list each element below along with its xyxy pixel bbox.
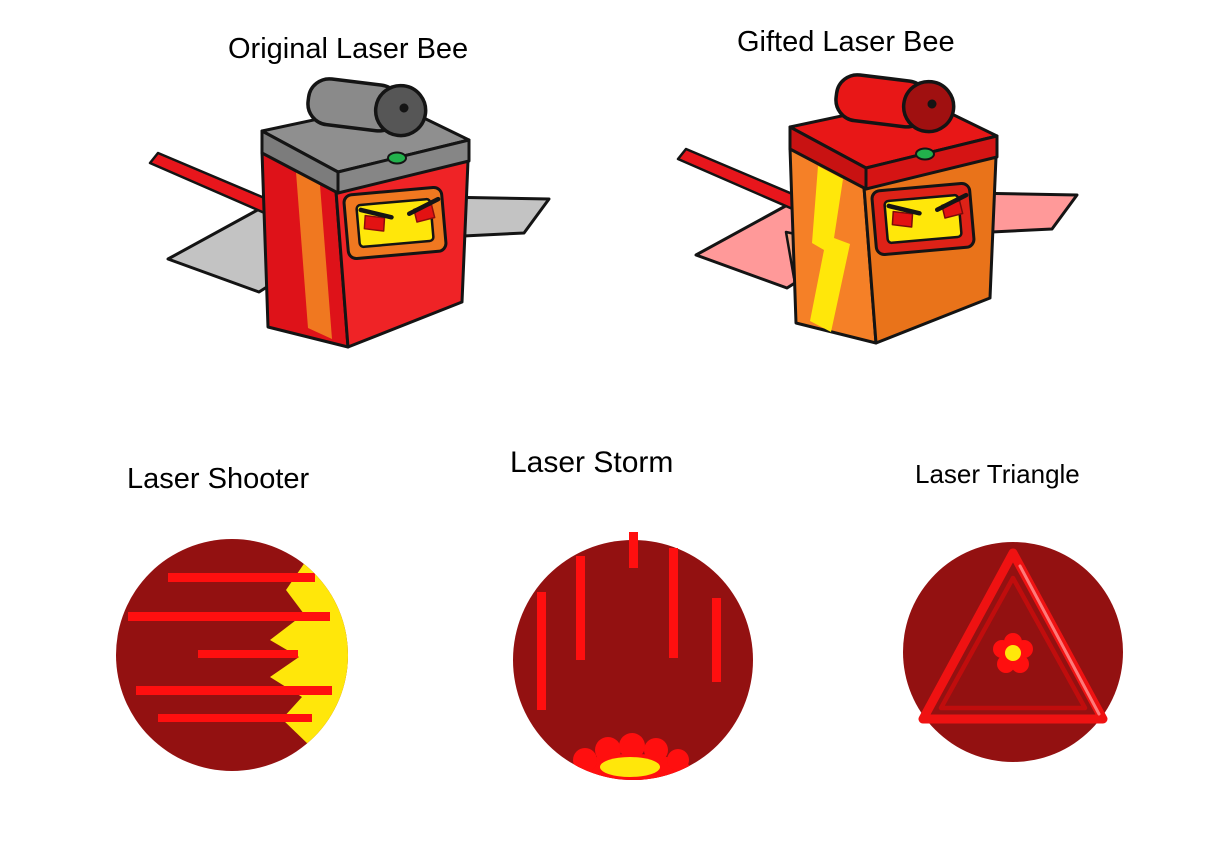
left-brow xyxy=(886,203,922,216)
splash-blob xyxy=(644,738,668,762)
right-brow xyxy=(406,196,441,216)
laser-triangle-label: Laser Triangle xyxy=(915,459,1080,489)
left-eye xyxy=(891,210,914,228)
laser-triangle-icon xyxy=(903,542,1123,762)
head-cylinder xyxy=(834,73,956,134)
laser-storm-label: Laser Storm xyxy=(510,446,674,479)
laser-drop xyxy=(537,592,546,710)
center-flower xyxy=(993,633,1033,673)
laser-line xyxy=(198,650,298,658)
falling-lasers xyxy=(537,532,721,710)
face-screen xyxy=(342,186,448,260)
laser-line xyxy=(168,573,315,582)
cylinder-eye xyxy=(927,99,937,109)
left-eye xyxy=(363,214,386,232)
body-stripe-lightning xyxy=(810,166,850,332)
head-cylinder xyxy=(306,77,428,138)
laser-line xyxy=(136,686,332,695)
triangle-outline-inner xyxy=(938,575,1088,711)
laser-drop xyxy=(629,532,638,568)
laser-shooter-icon xyxy=(116,539,348,771)
storm-badge-circle xyxy=(513,540,753,780)
led-light xyxy=(915,147,935,161)
original-bee-label: Original Laser Bee xyxy=(228,33,469,65)
laser-shooter-label: Laser Shooter xyxy=(127,463,310,495)
cylinder-eye xyxy=(399,103,409,113)
splash-blob xyxy=(667,749,689,771)
laser-line xyxy=(128,612,330,621)
original-laser-bee-drawing xyxy=(148,77,551,349)
laser-lines xyxy=(128,573,332,722)
left-brow xyxy=(358,207,394,220)
splash-blob xyxy=(573,748,597,772)
splash-glow xyxy=(600,757,660,777)
body-stripe xyxy=(296,172,332,339)
splash-blob xyxy=(595,737,621,763)
laser-drop xyxy=(576,556,585,660)
laser-drop xyxy=(712,598,721,682)
gifted-laser-bee-drawing xyxy=(676,73,1079,345)
led-light xyxy=(387,151,407,165)
laser-storm-icon xyxy=(513,532,753,780)
face-screen xyxy=(870,182,976,256)
right-brow xyxy=(934,192,969,212)
laser-line xyxy=(158,714,312,722)
lid-right-band xyxy=(336,138,471,195)
triangle-highlight xyxy=(1018,564,1101,716)
gifted-bee-label: Gifted Laser Bee xyxy=(737,26,955,58)
flower-center xyxy=(1005,645,1021,661)
splash-blob xyxy=(619,733,645,759)
laser-drop xyxy=(669,548,678,658)
lid-right-band xyxy=(864,134,999,191)
